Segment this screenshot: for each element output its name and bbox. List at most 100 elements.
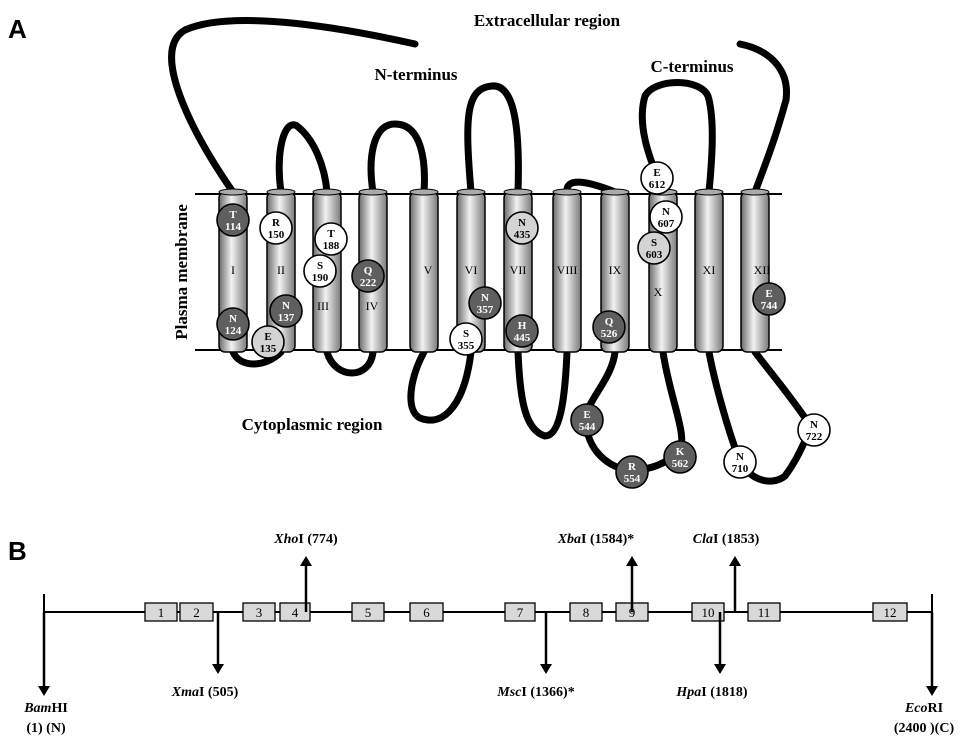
loop-iii-iv <box>327 352 373 373</box>
residue-position: 744 <box>761 300 778 312</box>
residue-position: 562 <box>672 458 689 470</box>
residue-marker: N435 <box>506 212 538 244</box>
site-position: (2400 )(C) <box>894 721 955 736</box>
residue-position: 603 <box>646 249 663 261</box>
helix-group: I II III IV V VI VII VIII IX X XI XII <box>219 189 770 352</box>
exon-number: 6 <box>423 605 430 620</box>
cytoplasmic-region-label: Cytoplasmic region <box>242 415 383 434</box>
site-label: XhoI (774) <box>273 532 338 547</box>
helix-12: XII <box>741 189 770 352</box>
residue-position: 355 <box>458 340 475 352</box>
residue-position: 135 <box>260 343 277 355</box>
residue-aa: N <box>810 419 818 431</box>
residue-aa: Q <box>364 265 373 277</box>
helix-5: V <box>410 189 438 352</box>
helix-label: VI <box>465 263 478 277</box>
residue-marker: E135 <box>252 326 284 358</box>
loop-vii-viii <box>518 352 567 436</box>
residue-marker: N124 <box>217 308 249 340</box>
n-terminal-tail <box>172 21 415 192</box>
site-arrow-head <box>729 556 741 566</box>
loop-vi-vii <box>468 86 519 192</box>
helix-label: V <box>424 263 433 277</box>
residue-aa: N <box>736 451 744 463</box>
residue-position: 554 <box>624 473 641 485</box>
exon-number: 1 <box>158 605 165 620</box>
site-label: XmaI (505) <box>171 685 239 700</box>
exon-box: 6 <box>410 603 443 621</box>
residue-position: 222 <box>360 277 377 289</box>
c-terminus-label: C-terminus <box>650 57 733 76</box>
residue-aa: E <box>264 331 271 343</box>
residue-position: 150 <box>268 229 285 241</box>
restriction-site: EcoRI(2400 )(C) <box>894 612 955 736</box>
restriction-site: XbaI (1584)* <box>557 532 638 612</box>
exon-number: 7 <box>517 605 524 620</box>
panel-a-letter: A <box>8 14 27 44</box>
residue-position: 124 <box>225 325 242 337</box>
exon-number: 3 <box>256 605 263 620</box>
helix-label: VII <box>510 263 527 277</box>
exon-box: 7 <box>505 603 535 621</box>
restriction-site: BamHI(1) (N) <box>23 612 68 736</box>
residue-position: 137 <box>278 312 295 324</box>
residue-position: 357 <box>477 304 494 316</box>
exon-box: 1 <box>145 603 177 621</box>
residue-position: 190 <box>312 272 329 284</box>
residue-position: 607 <box>658 218 675 230</box>
helix-label: III <box>317 299 329 313</box>
helix-label: II <box>277 263 285 277</box>
site-label: BamHI <box>23 701 68 716</box>
exon-box: 12 <box>873 603 907 621</box>
residue-aa: H <box>518 320 527 332</box>
residue-aa: N <box>282 300 290 312</box>
extracellular-region-label: Extracellular region <box>474 11 621 30</box>
restriction-site: XhoI (774) <box>273 532 338 612</box>
residue-marker: S603 <box>638 232 670 264</box>
exon-number: 5 <box>365 605 372 620</box>
residue-aa: T <box>229 209 237 221</box>
residue-position: 612 <box>649 179 666 191</box>
exon-number: 12 <box>884 605 897 620</box>
helix-label: IV <box>366 299 379 313</box>
residue-position: 722 <box>806 431 823 443</box>
exon-number: 4 <box>292 605 299 620</box>
loop-ii-iii <box>279 125 327 192</box>
site-arrow-head <box>714 664 726 674</box>
residue-position: 544 <box>579 421 596 433</box>
helix-label: XII <box>754 263 771 277</box>
restriction-site: ClaI (1853) <box>693 532 760 612</box>
helix-label: XI <box>703 263 716 277</box>
residue-position: 114 <box>225 221 241 233</box>
helix-label: X <box>654 285 663 299</box>
residue-aa: T <box>327 228 335 240</box>
residue-position: 435 <box>514 229 531 241</box>
residue-aa: E <box>765 288 772 300</box>
residue-marker: N710 <box>724 446 756 478</box>
residue-marker: E544 <box>571 404 603 436</box>
site-arrow-head <box>926 686 938 696</box>
exon-box: 11 <box>748 603 780 621</box>
helix-label: IX <box>609 263 622 277</box>
exon-number: 8 <box>583 605 590 620</box>
exon-box: 3 <box>243 603 275 621</box>
exon-box: 5 <box>352 603 384 621</box>
residue-aa: S <box>317 260 323 272</box>
site-label: XbaI (1584)* <box>557 532 635 547</box>
exon-number: 10 <box>702 605 715 620</box>
restriction-site-layer: XhoI (774) XbaI (1584)* ClaI (1853) XmaI (5… <box>23 532 954 736</box>
site-label: ClaI (1853) <box>693 532 760 547</box>
restriction-site: HpaI (1818) <box>675 612 748 700</box>
residue-aa: S <box>651 237 657 249</box>
restriction-site: XmaI (505) <box>171 612 239 700</box>
residue-marker: E612 <box>641 162 673 194</box>
